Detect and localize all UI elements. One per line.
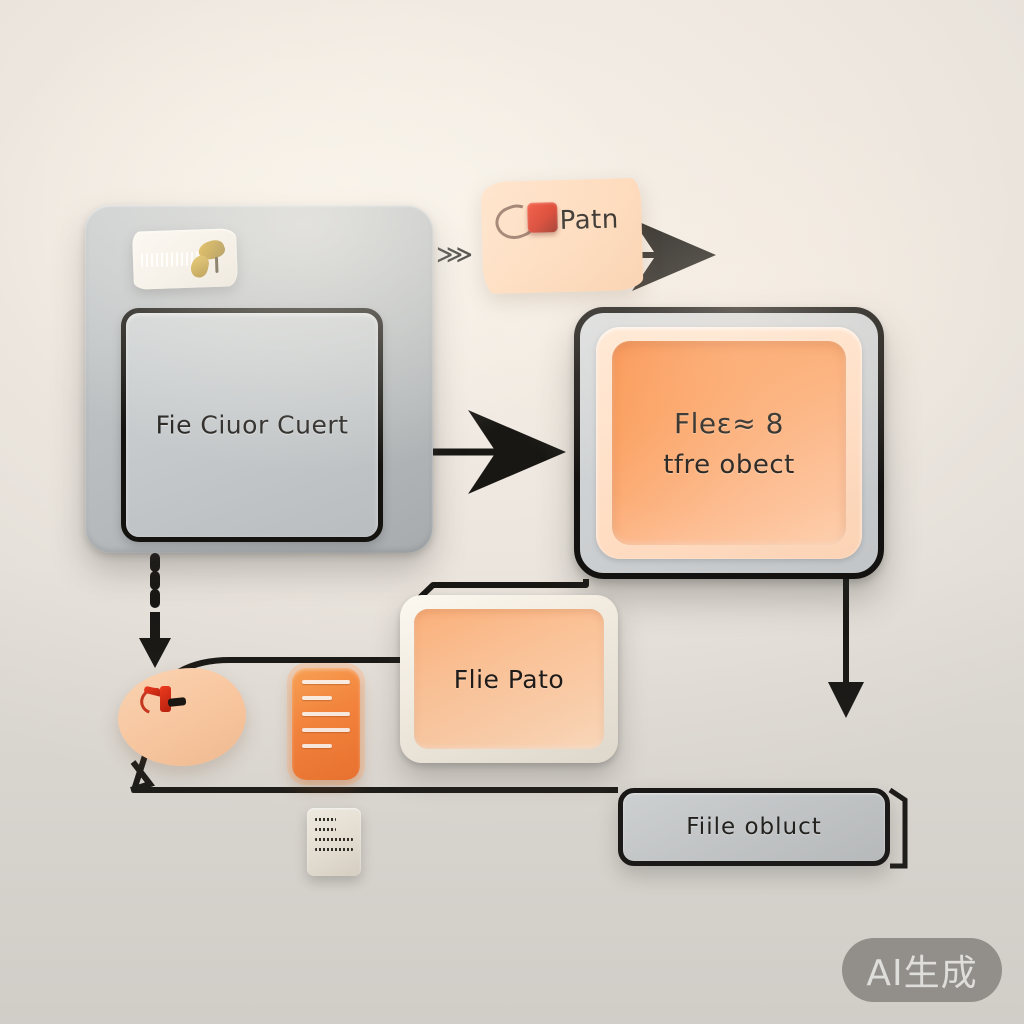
list-icon-rows (302, 680, 350, 768)
orange-card-inner: Flеε≈ 8 tfre obect (612, 341, 846, 545)
white-chip-label-icon[interactable] (307, 808, 361, 876)
file-path-card-inner: Flie Pato (414, 609, 604, 749)
ai-watermark-text: AI生成 (866, 953, 978, 994)
zigzag-glyph: ⋙ (436, 240, 473, 270)
orange-card-frame: Flеε≈ 8 tfre obect (596, 327, 862, 559)
gray-inner-panel[interactable]: Fie Ciuor Cuert (121, 308, 383, 542)
chip-line (315, 828, 336, 831)
list-row (302, 696, 332, 700)
chip-icon-lines (315, 818, 353, 866)
list-row (302, 728, 350, 732)
file-object-bar[interactable]: Fiile obluct (618, 788, 890, 866)
orange-card-line2: tfre obect (663, 449, 795, 480)
path-label-text: Patn (559, 204, 620, 237)
tag-tick-icon (214, 256, 219, 273)
line-bar-right-rail (888, 787, 908, 869)
red-cube-icon (527, 202, 558, 233)
red-clip-icon (135, 683, 187, 719)
chip-line (315, 848, 353, 851)
arrow-orange-down (828, 579, 864, 718)
ai-watermark-badge: AI生成 (842, 938, 1002, 1002)
chip-line (315, 838, 353, 841)
gray-inner-label: Fie Ciuor Cuert (155, 410, 349, 440)
orange-list-card-icon[interactable] (292, 668, 360, 780)
file-path-card-text: Flie Pato (453, 664, 565, 694)
list-row (302, 680, 350, 684)
arrow-gray-down-dotted (139, 553, 171, 668)
clip-bar-c-icon (167, 697, 187, 707)
chip-line (315, 818, 336, 821)
peach-blob-clip-icon[interactable] (118, 668, 246, 766)
list-row (302, 744, 332, 748)
list-row (302, 712, 350, 716)
white-gold-tag (132, 228, 238, 290)
file-path-card[interactable]: Flie Pato (400, 595, 618, 763)
peach-path-label[interactable]: Patn (480, 177, 644, 295)
orange-nested-card[interactable]: Flеε≈ 8 tfre obect (574, 307, 884, 579)
file-object-bar-text: Fiile obluct (686, 814, 822, 840)
orange-card-line1: Flеε≈ 8 (674, 406, 784, 440)
